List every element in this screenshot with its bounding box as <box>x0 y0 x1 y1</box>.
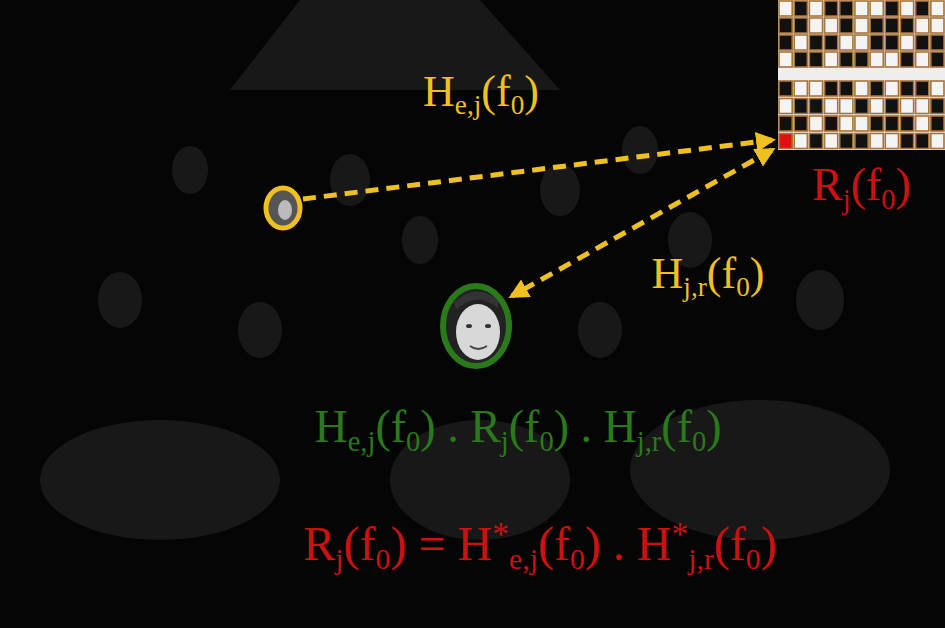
math-part: H <box>652 249 684 298</box>
math-part: 0 <box>406 426 420 457</box>
channel-label: He,j(f0) <box>423 68 539 120</box>
math-part: f <box>866 159 881 210</box>
math-part: e,j <box>348 426 376 457</box>
math-part: ( <box>714 517 730 570</box>
math-part: H <box>637 517 672 570</box>
math-part: f <box>391 401 406 452</box>
math-part: H <box>314 401 347 452</box>
math-part: f <box>360 517 376 570</box>
math-part: H <box>423 67 455 116</box>
math-part: ( <box>375 401 390 452</box>
phase-formula: Rj(f0) = H*e,j(f0) . H*j,r(f0) <box>303 516 776 576</box>
math-part: ) <box>750 249 765 298</box>
math-part: f <box>496 67 511 116</box>
math-part: ( <box>851 159 866 210</box>
math-part: 0 <box>570 542 585 575</box>
math-part: e,j <box>509 542 538 575</box>
math-part: f <box>524 401 539 452</box>
math-part: 0 <box>881 184 895 215</box>
math-part: j,r <box>688 542 714 575</box>
math-part: ( <box>481 67 496 116</box>
math-part: 0 <box>736 272 750 302</box>
math-part: 0 <box>692 426 706 457</box>
math-part: ) . <box>420 401 470 452</box>
math-part: j <box>335 542 343 575</box>
math-part: ) . <box>585 517 637 570</box>
math-part: j,r <box>637 426 662 457</box>
metasurface: Rj(f0) <box>770 0 945 235</box>
math-part: f <box>730 517 746 570</box>
math-part: ) . <box>554 401 604 452</box>
math-part: ) = <box>390 517 457 570</box>
math-part: f <box>554 517 570 570</box>
channel-label: Hj,r(f0) <box>652 250 765 302</box>
product-formula: He,j(f0) . Rj(f0) . Hj,r(f0) <box>314 402 721 457</box>
math-part: ( <box>344 517 360 570</box>
math-part: ( <box>538 517 554 570</box>
math-part: 0 <box>511 90 525 120</box>
math-part: ) <box>524 67 539 116</box>
math-part: j,r <box>683 272 706 302</box>
math-part: H <box>604 401 637 452</box>
math-part: ( <box>661 401 676 452</box>
math-part: f <box>677 401 692 452</box>
math-part: 0 <box>376 542 391 575</box>
math-part: ( <box>509 401 524 452</box>
node-label: Rj(f0) <box>812 160 911 215</box>
math-part: ) <box>896 159 911 210</box>
math-part: ) <box>761 517 777 570</box>
metasurface-grid <box>778 0 945 150</box>
math-part: ( <box>707 249 722 298</box>
math-part: f <box>721 249 736 298</box>
math-part: j <box>501 426 509 457</box>
math-part: * <box>671 515 688 552</box>
math-part: 0 <box>746 542 761 575</box>
math-part: * <box>492 515 509 552</box>
math-part: 0 <box>539 426 553 457</box>
math-part: e,j <box>455 90 482 120</box>
math-part: ) <box>706 401 721 452</box>
emitter-face <box>266 188 300 228</box>
receiver-face <box>443 286 509 366</box>
math-part: H <box>458 517 493 570</box>
math-part: j <box>843 184 851 215</box>
math-part: R <box>470 401 501 452</box>
math-part: R <box>303 517 335 570</box>
math-part: R <box>812 159 843 210</box>
